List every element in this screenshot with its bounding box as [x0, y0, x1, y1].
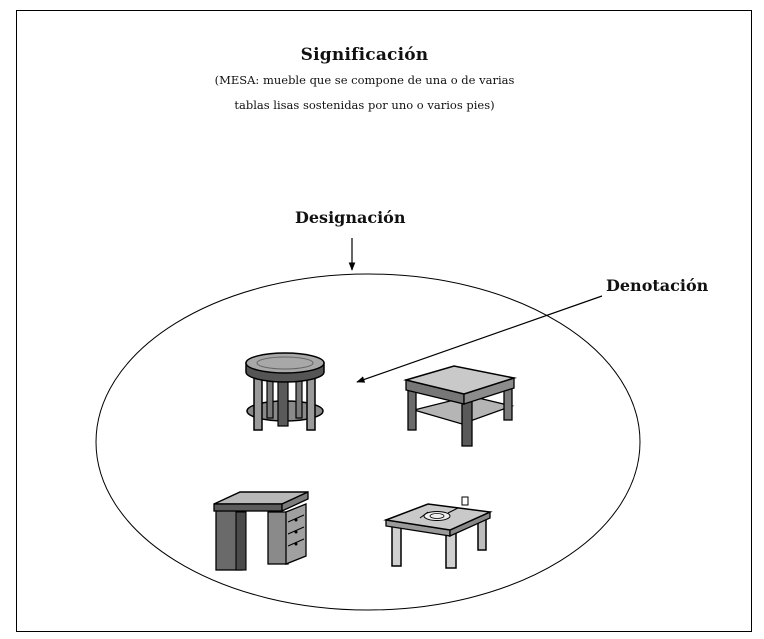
diagram-frame [16, 10, 752, 632]
designation-label: Designación [295, 208, 406, 227]
definition-line-2: tablas lisas sostenidas por uno o varios… [234, 98, 495, 112]
denotation-arrow [356, 295, 603, 383]
dining-table-icon [383, 496, 493, 569]
definition-line-1: (MESA: mueble que se compone de una o de… [214, 73, 515, 87]
square-coffee-table-icon [403, 365, 517, 447]
office-desk-icon [213, 490, 309, 571]
definition-text: (MESA: mueble que se compone de una o de… [0, 68, 729, 118]
extension-ellipse [95, 273, 641, 611]
diagram-title: Significación [300, 45, 429, 65]
round-side-table-icon [245, 352, 325, 431]
denotation-label: Denotación [606, 276, 709, 295]
